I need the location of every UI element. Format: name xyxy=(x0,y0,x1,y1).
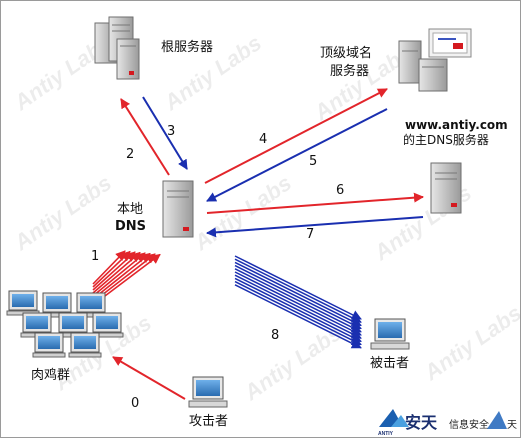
botnet-query-arrow xyxy=(92,250,126,285)
arrow-6 xyxy=(206,192,424,214)
authoritative-dns-label-line2: 的主DNS服务器 xyxy=(403,132,489,147)
arrow-2 xyxy=(120,98,170,176)
step-label-2: 2 xyxy=(126,147,134,162)
amplified-response-arrow xyxy=(234,277,362,343)
botnet-computer-icon xyxy=(32,332,66,358)
arrow-0 xyxy=(112,356,186,400)
botnet-query-arrow xyxy=(92,250,131,288)
botnet-icon xyxy=(6,290,124,358)
antiy-logo: ANTIY 安天 信息安全 天 xyxy=(378,409,517,437)
authoritative-server-icon xyxy=(430,162,462,214)
step-label-4: 4 xyxy=(259,132,267,147)
arrow-4 xyxy=(204,88,388,184)
amplified-response-arrow xyxy=(234,268,362,333)
amplified-response-arrows xyxy=(234,255,362,349)
tld-server-icon xyxy=(398,28,472,92)
victim-label: 被击者 xyxy=(370,356,409,371)
step-label-6: 6 xyxy=(336,183,344,198)
victim-computer-icon xyxy=(370,318,410,350)
logo-slogan-part1: 信息安全 xyxy=(449,418,489,431)
authoritative-dns-label-line1: www.antiy.com xyxy=(405,118,508,132)
arrow-3 xyxy=(142,96,188,170)
logo-slogan-part2: 天 xyxy=(507,420,517,431)
local-dns-label-line2: DNS xyxy=(115,219,146,234)
botnet-computer-icon xyxy=(74,292,108,318)
botnet-query-arrow xyxy=(92,251,136,291)
botnet-query-arrow xyxy=(92,251,141,294)
amplified-response-arrow xyxy=(234,271,362,336)
step-label-0: 0 xyxy=(131,396,139,411)
botnet-computer-icon xyxy=(68,332,102,358)
attacker-label: 攻击者 xyxy=(189,414,228,429)
root-server-icon xyxy=(94,16,140,80)
amplified-response-arrow xyxy=(234,264,362,330)
local-dns-server-icon xyxy=(162,180,194,238)
amplified-response-arrow xyxy=(234,255,362,320)
botnet-query-arrow xyxy=(92,252,146,297)
logo-brand-cn: 安天 xyxy=(405,413,438,432)
watermark: Antiy Labs xyxy=(9,170,116,256)
local-dns-label-line1: 本地 xyxy=(117,202,143,217)
amplified-response-arrow xyxy=(234,280,362,346)
amplified-response-arrow xyxy=(234,284,362,349)
amplified-response-arrow xyxy=(234,258,362,323)
tld-server-label-line2: 服务器 xyxy=(330,63,369,79)
step-label-7: 7 xyxy=(306,227,314,242)
logo-brand-en: ANTIY xyxy=(378,431,394,437)
amplified-response-arrow xyxy=(234,261,362,327)
botnet-query-arrow xyxy=(92,252,151,300)
attacker-computer-icon xyxy=(188,376,228,408)
arrow-5 xyxy=(206,108,388,202)
watermark: Antiy Labs xyxy=(419,300,521,386)
tld-server-label-line1: 顶级域名 xyxy=(320,45,372,61)
arrow-7 xyxy=(206,216,424,238)
botnet-computer-icon xyxy=(90,312,124,338)
resolution-arrows xyxy=(120,88,424,238)
amplified-response-arrow xyxy=(234,274,362,339)
step-label-1: 1 xyxy=(91,249,99,264)
step-label-8: 8 xyxy=(271,328,279,343)
root-server-label: 根服务器 xyxy=(161,39,213,55)
step-label-3: 3 xyxy=(167,124,175,139)
step-label-5: 5 xyxy=(309,154,317,169)
botnet-computer-icon xyxy=(6,290,40,316)
botnet-label: 肉鸡群 xyxy=(31,367,70,383)
